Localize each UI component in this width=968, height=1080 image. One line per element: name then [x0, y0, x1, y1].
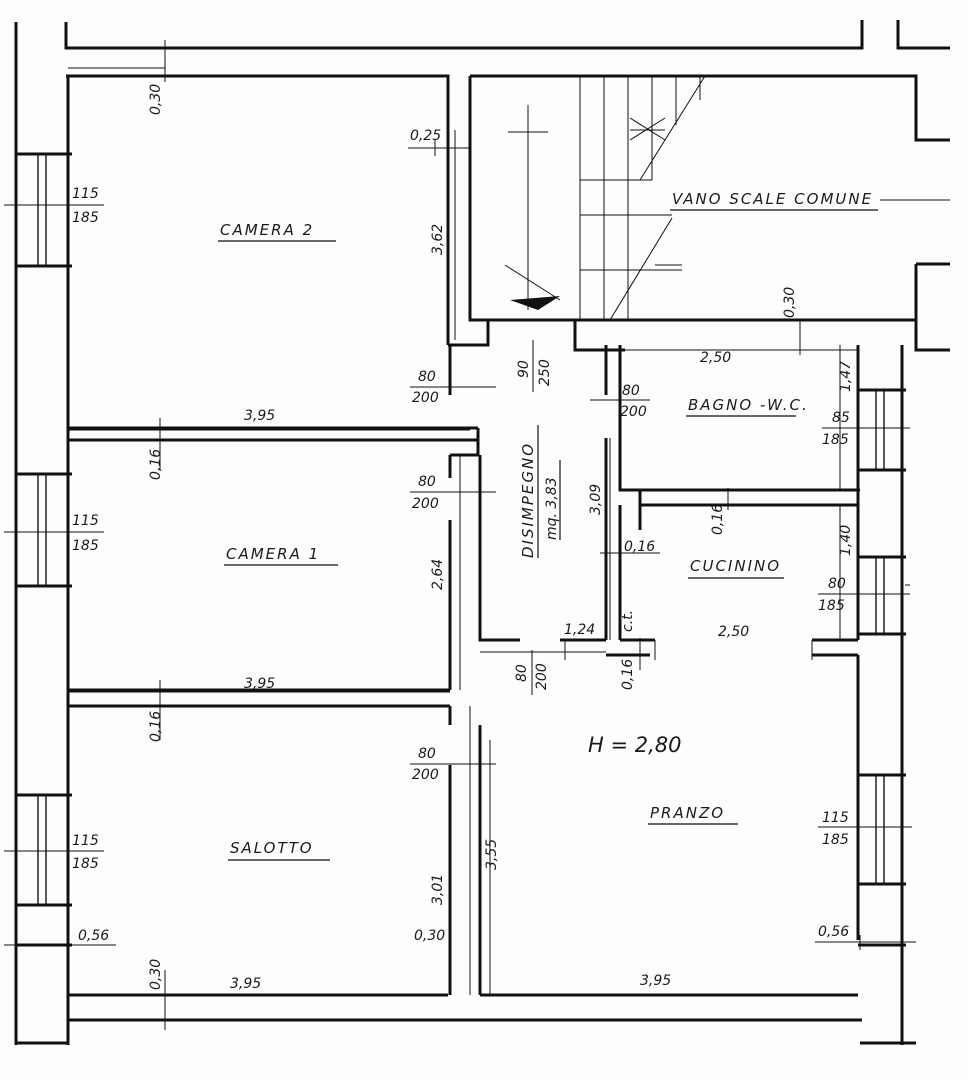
dim-c2-width: 3,95 — [244, 408, 275, 424]
dim-sal-corr-wall: 0,30 — [414, 928, 445, 944]
wall-left-corridor — [448, 345, 520, 995]
window-camera2-height: 185 — [72, 210, 99, 226]
door-salotto-width: 80 — [418, 746, 436, 762]
window-cucinino-height: 185 — [818, 598, 845, 614]
wall-bagno — [604, 345, 860, 640]
room-labels: CAMERA 2 CAMERA 1 SALOTTO VANO SCALE COM… — [218, 190, 878, 861]
dim-bottom-wall: 0,30 — [148, 959, 164, 990]
room-camera2: CAMERA 2 — [220, 221, 314, 239]
window-pranzo-width: 115 — [822, 810, 849, 826]
dim-cuc-depth: 1,40 — [838, 525, 854, 556]
window-bagno-height: 185 — [822, 432, 849, 448]
top-right-wall — [896, 20, 950, 50]
dim-dis-cuc-wall: 0,16 — [624, 539, 655, 555]
openings: 115 185 115 185 115 185 85 185 80 185 11… — [4, 186, 912, 872]
room-cucinino: CUCININO — [690, 557, 781, 575]
dim-stair-wall: 0,30 — [782, 287, 798, 318]
window-camera1-width: 115 — [72, 513, 99, 529]
door-camera2-height: 200 — [412, 390, 439, 406]
windows — [37, 154, 885, 905]
right-wall — [856, 262, 950, 1045]
dim-cuc-pranzo-wall: 0,16 — [620, 659, 636, 690]
door-salotto-height: 200 — [412, 767, 439, 783]
window-camera1-height: 185 — [72, 538, 99, 554]
window-cucinino-width: 80 — [828, 576, 846, 592]
window-salotto-width: 115 — [72, 833, 99, 849]
dim-c2-partition: 0,25 — [410, 128, 441, 144]
dim-dis-depth: 3,09 — [588, 484, 604, 515]
door-entry-height: 250 — [537, 359, 553, 386]
dimension-lines — [4, 40, 950, 1030]
room-bagno: BAGNO -W.C. — [688, 396, 809, 414]
dim-c2-c1-wall: 0,16 — [148, 449, 164, 480]
dim-c1-width: 3,95 — [244, 676, 275, 692]
room-pranzo: PRANZO — [650, 804, 725, 822]
dim-sal-width: 3,95 — [230, 976, 261, 992]
walls — [14, 20, 950, 1045]
window-salotto-height: 185 — [72, 856, 99, 872]
wall-camera2-corridor — [446, 76, 915, 352]
door-camera2-width: 80 — [418, 369, 436, 385]
window-bagno-width: 85 — [832, 410, 850, 426]
dim-ct-width: 1,24 — [564, 622, 595, 638]
dim-bagno-cuc-wall: 0,16 — [710, 504, 726, 535]
door-entry-width: 90 — [516, 360, 532, 378]
dim-top-wall: 0,30 — [148, 84, 164, 115]
dim-pranzo-width: 3,95 — [640, 973, 671, 989]
room-vano-scale: VANO SCALE COMUNE — [672, 190, 873, 208]
ceiling-height: H = 2,80 — [588, 733, 682, 757]
wall-camera1-salotto — [68, 688, 450, 708]
room-disimpegno: DISIMPEGNO — [519, 442, 537, 558]
bottom-wall — [16, 993, 916, 1045]
dim-c1-sal-wall: 0,16 — [148, 711, 164, 742]
door-pranzo-height: 200 — [534, 663, 550, 690]
door-camera1-height: 200 — [412, 496, 439, 512]
door-pranzo-width: 80 — [514, 664, 530, 682]
dim-sal-depth: 3,01 — [430, 874, 446, 905]
dim-right-wall: 0,56 — [818, 924, 849, 940]
door-camera1-width: 80 — [418, 474, 436, 490]
dim-c2-depth: 3,62 — [430, 224, 446, 255]
dim-bagno-width: 2,50 — [700, 350, 731, 366]
room-ct: c.t. — [620, 610, 636, 632]
door-bagno-height: 200 — [620, 404, 647, 420]
left-wall — [14, 22, 72, 1045]
top-wall — [64, 20, 950, 142]
wall-camera2-camera1 — [68, 426, 480, 457]
window-pranzo-height: 185 — [822, 832, 849, 848]
disimpegno-area: mq. 3,83 — [544, 477, 560, 540]
window-camera2-width: 115 — [72, 186, 99, 202]
dim-bagno-depth: 1,47 — [838, 361, 854, 392]
dim-c1-depth: 2,64 — [430, 559, 446, 590]
room-camera1: CAMERA 1 — [226, 545, 320, 563]
dimension-labels: 0,30 0,25 3,62 0,16 3,95 2,64 3,95 0,16 … — [78, 84, 854, 992]
stair-symbol — [504, 75, 706, 321]
room-salotto: SALOTTO — [230, 839, 314, 857]
dim-pranzo-depth: 3,55 — [484, 839, 500, 870]
wall-cucinino-pranzo — [560, 638, 858, 657]
dim-left-wall: 0,56 — [78, 928, 109, 944]
dim-cuc-width: 2,50 — [718, 624, 749, 640]
door-bagno-width: 80 — [622, 383, 640, 399]
